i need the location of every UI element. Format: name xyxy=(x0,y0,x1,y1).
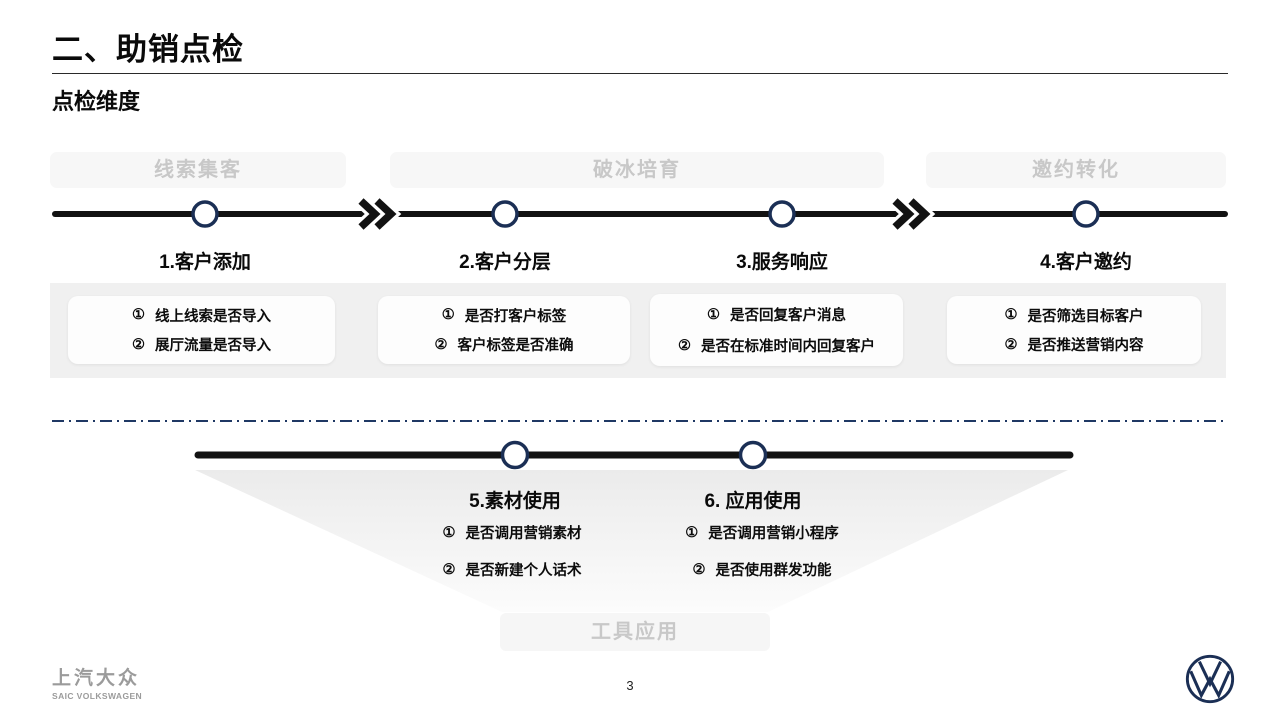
brand-name-en: SAIC VOLKSWAGEN xyxy=(52,691,143,701)
checklist-item: ② 是否推送营销内容 xyxy=(947,334,1201,355)
item-marker: ② xyxy=(692,561,706,578)
checklist-card: ① 是否回复客户消息 ② 是否在标准时间内回复客户 xyxy=(650,294,903,366)
milestone-label-app-usage: 6. 应用使用 xyxy=(704,491,802,512)
milestone-node xyxy=(1072,200,1100,228)
tools-timeline xyxy=(194,440,1074,470)
funnel-shape xyxy=(195,470,1068,612)
checklist-item: ② 客户标签是否准确 xyxy=(378,334,630,355)
checklist-card: ① 是否筛选目标客户 ② 是否推送营销内容 xyxy=(947,296,1201,364)
item-marker: ① xyxy=(1004,307,1018,324)
section-title: 点检维度 xyxy=(52,89,141,114)
milestone-label-customer-add: 1.客户添加 xyxy=(159,252,251,273)
milestone-node xyxy=(491,200,519,228)
brand-logo: 上汽大众 SAIC VOLKSWAGEN xyxy=(52,663,142,701)
item-marker: ② xyxy=(132,336,145,353)
milestone-label-service-response: 3.服务响应 xyxy=(736,252,828,273)
checklist-group: ① 是否调用营销小程序 ② 是否使用群发功能 xyxy=(622,522,902,580)
checklist-item: ① 线上线索是否导入 xyxy=(68,305,335,326)
checklist-group: ① 是否调用营销素材 ② 是否新建个人话术 xyxy=(372,522,652,580)
page-number: 3 xyxy=(626,678,634,693)
milestone-label-material-usage: 5.素材使用 xyxy=(469,491,561,512)
brand-name-cn: 上汽大众 xyxy=(52,668,141,689)
checklist-card: ① 线上线索是否导入 ② 展厅流量是否导入 xyxy=(68,296,335,364)
checklist-item: ① 是否调用营销素材 xyxy=(443,522,582,543)
item-text: 是否打客户标签 xyxy=(464,308,567,325)
item-marker: ① xyxy=(132,307,145,324)
item-text: 是否推送营销内容 xyxy=(1027,338,1144,355)
item-text: 是否筛选目标客户 xyxy=(1027,308,1144,325)
item-text: 客户标签是否准确 xyxy=(457,338,574,355)
item-marker: ② xyxy=(1004,336,1018,353)
item-text: 是否使用群发功能 xyxy=(715,563,832,579)
checklist-item: ① 是否打客户标签 xyxy=(378,305,630,326)
title-divider xyxy=(52,73,1228,74)
item-text: 展厅流量是否导入 xyxy=(155,338,271,355)
milestone-node xyxy=(738,440,768,470)
checklist-item: ① 是否回复客户消息 xyxy=(650,304,903,325)
item-text: 线上线索是否导入 xyxy=(155,308,271,325)
item-text: 是否调用营销小程序 xyxy=(708,526,839,542)
item-marker: ① xyxy=(685,524,699,541)
checklist-card: ① 是否打客户标签 ② 客户标签是否准确 xyxy=(378,296,630,364)
item-marker: ② xyxy=(678,337,691,354)
milestone-node xyxy=(500,440,530,470)
item-text: 是否新建个人话术 xyxy=(465,563,582,579)
checklist-item: ① 是否调用营销小程序 xyxy=(685,522,839,543)
checklist-item: ② 展厅流量是否导入 xyxy=(68,334,335,355)
page-title: 二、助销点检 xyxy=(52,32,244,67)
dash-dot-divider xyxy=(52,420,1228,422)
phase-label-lead-gathering: 线索集客 xyxy=(50,152,346,188)
phase-label-invite-convert: 邀约转化 xyxy=(926,152,1226,188)
item-text: 是否在标准时间内回复客户 xyxy=(701,339,875,355)
phase-label-icebreak-nurture: 破冰培育 xyxy=(390,152,884,188)
main-timeline xyxy=(52,195,1228,233)
chevron-separator-icon xyxy=(356,195,402,233)
checklist-item: ② 是否在标准时间内回复客户 xyxy=(650,335,903,356)
item-marker: ② xyxy=(442,561,456,578)
checklist-item: ① 是否筛选目标客户 xyxy=(947,305,1201,326)
item-marker: ① xyxy=(441,307,455,324)
phase-label-tool-application: 工具应用 xyxy=(500,613,770,651)
milestone-label-customer-tiering: 2.客户分层 xyxy=(459,252,551,273)
item-text: 是否调用营销素材 xyxy=(465,526,582,542)
milestone-node xyxy=(191,200,219,228)
milestone-label-customer-invite: 4.客户邀约 xyxy=(1040,252,1132,273)
item-marker: ① xyxy=(707,306,720,323)
item-marker: ② xyxy=(434,336,448,353)
chevron-separator-icon xyxy=(890,195,936,233)
vw-logo-icon xyxy=(1185,654,1235,704)
checklist-item: ② 是否使用群发功能 xyxy=(693,559,832,580)
item-marker: ① xyxy=(442,524,456,541)
milestone-node xyxy=(768,200,796,228)
checklist-item: ② 是否新建个人话术 xyxy=(443,559,582,580)
item-text: 是否回复客户消息 xyxy=(730,308,846,324)
